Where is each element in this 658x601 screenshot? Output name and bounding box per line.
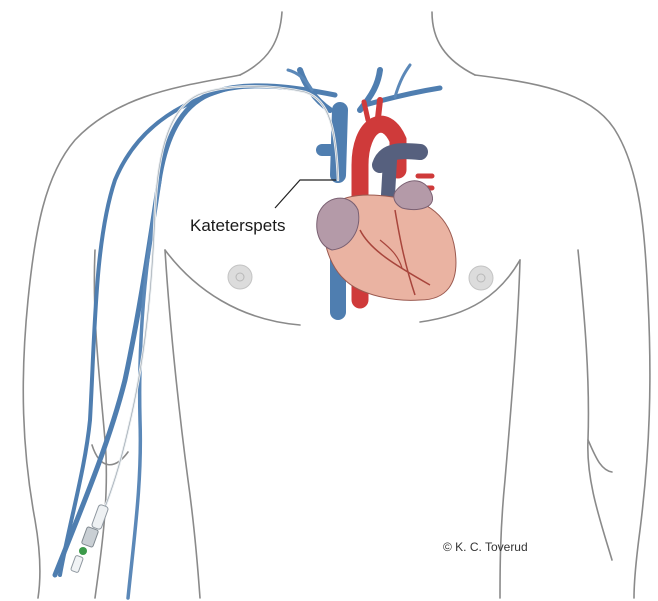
hub-connector: [71, 555, 84, 573]
neck-right: [432, 12, 475, 75]
catheter-tip-label: Kateterspets: [190, 216, 285, 235]
left-atrium: [394, 181, 433, 210]
arm-inner-right: [578, 250, 612, 560]
subclavian-vein-left: [55, 86, 335, 575]
carotid-artery: [378, 100, 380, 118]
torso-left: [165, 250, 200, 598]
neck-left: [240, 12, 282, 75]
pulmonary-artery-trunk: [388, 160, 390, 195]
catheter: [100, 86, 338, 520]
catheter-line: [100, 86, 338, 520]
hub-green-cap: [79, 547, 87, 555]
hub-clamp: [81, 526, 98, 547]
nipple-right: [469, 266, 493, 290]
elbow-crease-right: [588, 440, 612, 472]
basilic-vein: [128, 180, 160, 598]
pectoral-left: [165, 250, 300, 325]
copyright-text: © K. C. Toverud: [443, 540, 528, 554]
venous-system: [55, 65, 440, 598]
nipple-left: [228, 265, 252, 289]
hub-body: [91, 504, 109, 530]
catheter-line-edge: [100, 86, 338, 520]
